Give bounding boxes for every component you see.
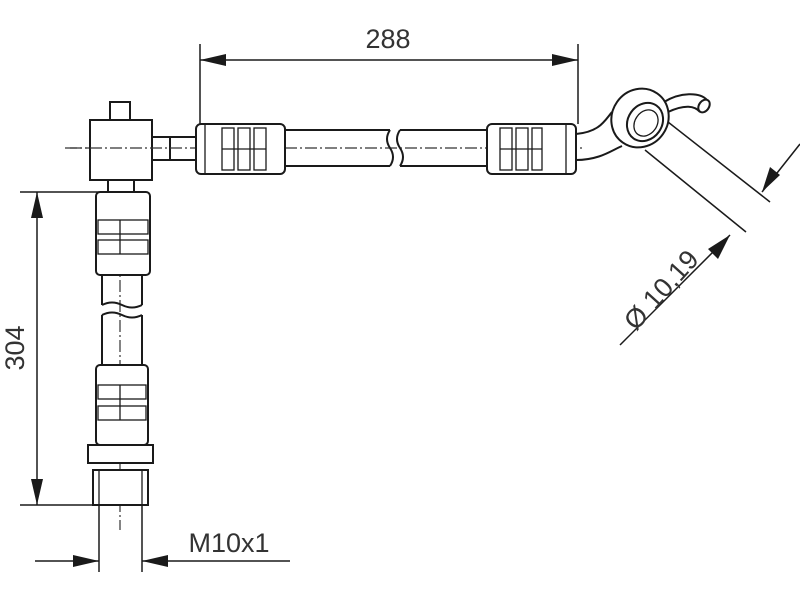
vertical-hose [101,275,143,365]
horizontal-hose [285,129,487,167]
dimension-label-diameter: Ø 10,19 [618,244,705,335]
horizontal-left-fitting [195,123,286,175]
dimension-label-288: 288 [365,24,410,54]
dimension-label-thread: M10x1 [188,528,269,558]
dimension-288 [199,44,579,124]
banjo-fitting [575,87,711,161]
dimension-304 [20,191,108,506]
elbow-block [70,101,201,193]
dimension-diameter [619,121,800,346]
dimension-thread [35,505,290,572]
horizontal-right-fitting [486,123,577,175]
vertical-top-fitting [95,191,151,276]
dimension-label-304: 304 [0,325,30,370]
vertical-bottom-fitting [87,364,154,506]
